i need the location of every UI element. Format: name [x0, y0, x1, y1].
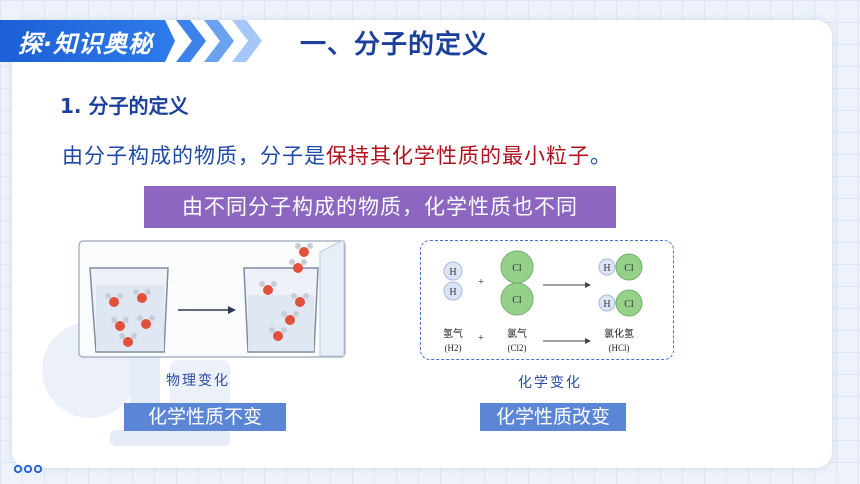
definition-end: 。: [590, 144, 612, 168]
vapor-molecule-icon: [259, 243, 313, 341]
section-title: 一、分子的定义: [300, 30, 490, 60]
hcl-formula: (HCl): [609, 343, 630, 353]
beaker-illustration: [78, 240, 346, 358]
definition-part1: 由分子构成的物质，分子是: [62, 144, 326, 168]
physical-change-caption: 物理变化: [166, 373, 230, 389]
h2-atom-a-label: H: [449, 267, 456, 278]
reaction-panel: H H + Cl Cl H Cl H Cl 氢气 (H2) + 氯气 (Cl2)…: [420, 240, 674, 360]
cl2-atom-b-label: Cl: [512, 295, 522, 306]
hcl-h-atom-a-label: H: [603, 263, 610, 274]
cl2-name: 氯气: [507, 327, 527, 340]
property-changed-badge: 化学性质改变: [480, 403, 626, 431]
cl2-atom-a-label: Cl: [512, 263, 522, 274]
plus-sign-top: +: [478, 276, 484, 288]
banner-label: 探·知识奥秘: [18, 30, 154, 58]
subheading: 1. 分子的定义: [60, 94, 189, 118]
hcl-h-atom-b-label: H: [603, 299, 610, 310]
hcl-cl-atom-a-label: Cl: [624, 263, 634, 274]
hcl-cl-atom-b-label: Cl: [624, 299, 634, 310]
plus-sign-bottom: +: [478, 333, 484, 344]
pagination-dots-icon: [14, 464, 42, 474]
water-molecule-icon: [105, 289, 155, 347]
h2-name: 氢气: [443, 327, 463, 340]
cl2-formula: (Cl2): [508, 343, 527, 353]
section-banner: [0, 20, 175, 62]
h2-atom-b-label: H: [449, 287, 456, 298]
h2-formula: (H2): [445, 343, 462, 353]
highlight-box: 由不同分子构成的物质，化学性质也不同: [144, 186, 616, 228]
chemical-change-caption: 化学变化: [518, 375, 582, 391]
hcl-name: 氯化氢: [604, 327, 634, 340]
chevron-arrows-icon: [176, 20, 262, 62]
definition-highlight: 保持其化学性质的最小粒子: [326, 144, 590, 168]
property-unchanged-badge: 化学性质不变: [124, 403, 286, 431]
definition-sentence: 由分子构成的物质，分子是保持其化学性质的最小粒子。: [62, 140, 612, 170]
